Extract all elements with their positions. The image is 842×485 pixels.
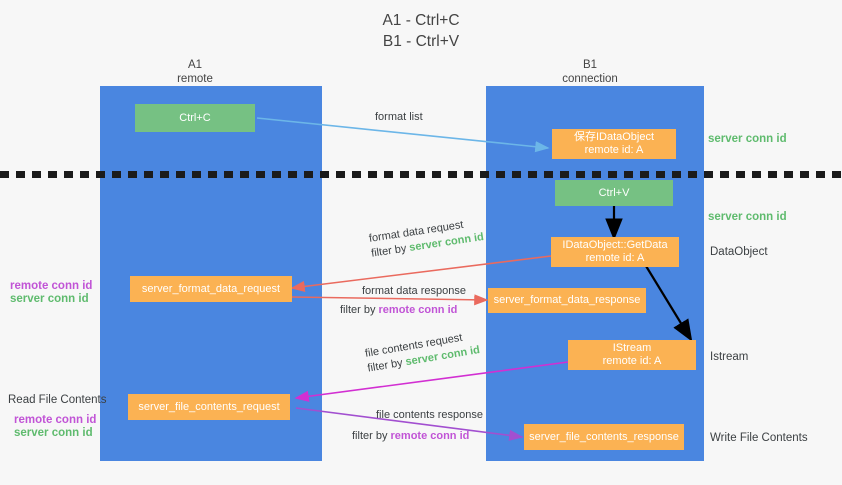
box-istream-sub: remote id: A	[602, 355, 662, 367]
label-server-conn-id-2: server conn id	[14, 427, 93, 439]
label-write-file-contents: Write File Contents	[710, 432, 808, 444]
arrow-label-format-list: format list	[375, 111, 423, 123]
box-server-file-contents-request[interactable]: server_file_contents_request	[128, 394, 290, 420]
filter-value-2: remote conn id	[378, 304, 458, 316]
box-server-format-data-request-label: server_format_data_request	[141, 282, 281, 295]
arrow-label-file-contents-response-filter: filter by remote conn id	[352, 429, 483, 444]
label-read-file-contents: Read File Contents	[8, 394, 107, 406]
title-line-1: A1 - Ctrl+C	[382, 12, 460, 29]
box-ctrl-c[interactable]: Ctrl+C	[135, 104, 255, 132]
lane-header-b1: B1 connection	[520, 58, 660, 86]
label-istream: Istream	[710, 351, 749, 363]
arrow-label-file-contents-response: file contents response filter by remote …	[352, 408, 484, 444]
arrow-label-file-contents-response-main: file contents response	[376, 409, 484, 421]
box-idataobject-getdata[interactable]: IDataObject::GetData remote id: A	[551, 237, 679, 267]
label-server-conn-id-top: server conn id	[708, 133, 787, 145]
label-server-conn-id-mid: server conn id	[708, 211, 787, 223]
box-getdata-title: IDataObject::GetData	[562, 239, 668, 251]
box-server-format-data-response-label: server_format_data_response	[493, 294, 641, 306]
box-server-format-data-response[interactable]: server_format_data_response	[488, 288, 646, 313]
box-server-format-data-request[interactable]: server_format_data_request	[130, 276, 292, 302]
box-ctrl-c-label: Ctrl+C	[179, 111, 211, 124]
lane-b1-sub: connection	[562, 73, 618, 85]
box-server-file-contents-request-label: server_file_contents_request	[138, 400, 280, 413]
dashed-divider	[0, 171, 842, 178]
lane-a1-name: A1	[187, 59, 203, 71]
arrow-format-data-request	[290, 255, 552, 292]
arrow-format-list	[256, 117, 550, 153]
arrow-file-contents-request	[294, 361, 569, 402]
label-remote-conn-id-1: remote conn id	[10, 280, 93, 292]
box-ctrl-v-label: Ctrl+V	[598, 186, 630, 199]
arrow-label-format-data-response-main: format data response	[362, 285, 466, 297]
lane-header-a1: A1 remote	[125, 58, 265, 86]
lane-a1-sub: remote	[177, 73, 213, 85]
filter-value-4: remote conn id	[390, 430, 470, 442]
filter-prefix-4: filter by	[352, 430, 391, 442]
lane-b1-name: B1	[582, 59, 598, 71]
box-istream[interactable]: IStream remote id: A	[568, 340, 696, 370]
title-line-2: B1 - Ctrl+V	[382, 33, 460, 50]
arrow-label-format-data-response: format data response filter by remote co…	[340, 284, 466, 318]
label-server-conn-id-1: server conn id	[10, 293, 89, 305]
box-idataobject-title: 保存IDataObject	[573, 131, 655, 143]
label-dataobject: DataObject	[710, 246, 768, 258]
box-idataobject[interactable]: 保存IDataObject remote id: A	[552, 129, 676, 159]
box-istream-title: IStream	[612, 342, 652, 354]
box-ctrl-v[interactable]: Ctrl+V	[555, 180, 673, 206]
arrow-format-data-response	[291, 294, 489, 306]
label-remote-conn-id-2: remote conn id	[14, 414, 97, 426]
arrow-label-format-data-response-filter: filter by remote conn id	[340, 303, 466, 318]
box-getdata-sub: remote id: A	[585, 252, 645, 264]
box-server-file-contents-response[interactable]: server_file_contents_response	[524, 424, 684, 450]
filter-prefix-2: filter by	[340, 304, 379, 316]
box-server-file-contents-response-label: server_file_contents_response	[529, 430, 679, 443]
page-title: A1 - Ctrl+C B1 - Ctrl+V	[0, 10, 842, 52]
box-idataobject-sub: remote id: A	[584, 144, 644, 156]
arrow-getdata-to-istream	[645, 265, 693, 342]
arrow-file-contents-response	[295, 407, 524, 441]
